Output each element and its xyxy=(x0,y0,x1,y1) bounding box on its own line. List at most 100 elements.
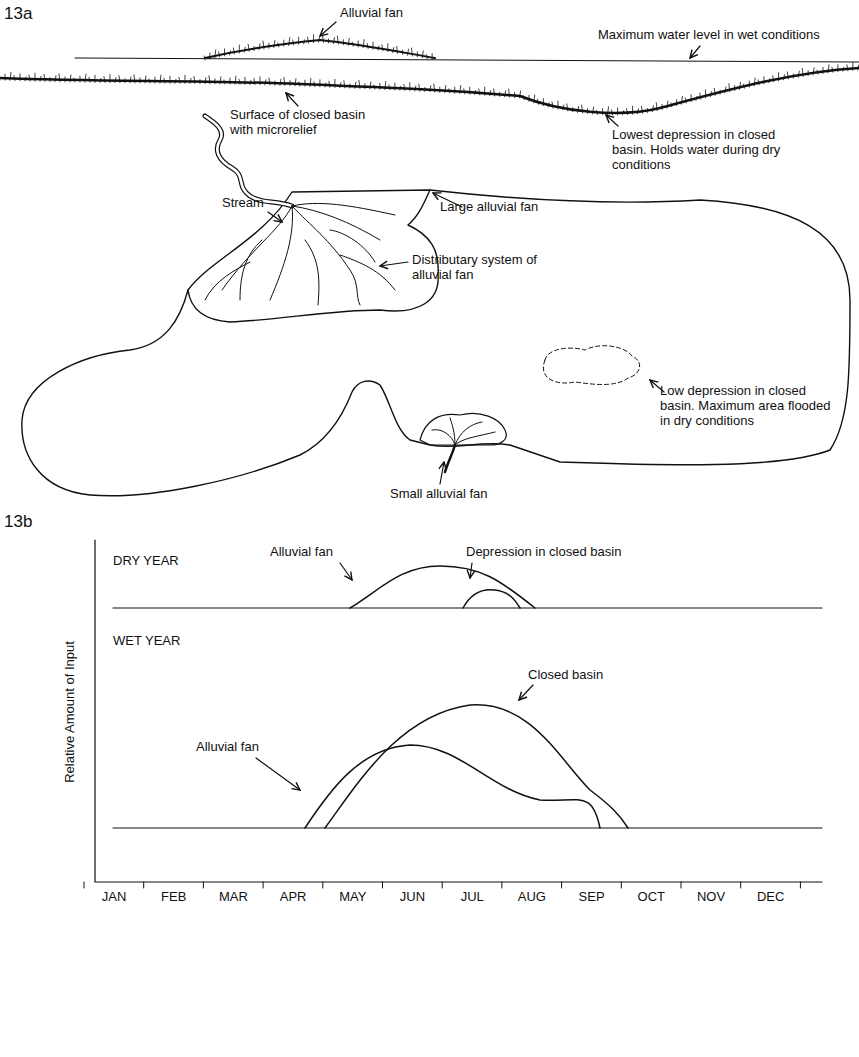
texture-stroke xyxy=(194,76,195,83)
texture-stroke xyxy=(479,89,480,95)
texture-stroke xyxy=(832,67,833,72)
texture-stroke xyxy=(370,82,371,89)
texture-stroke xyxy=(337,36,338,44)
texture-stroke xyxy=(310,78,311,86)
texture-stroke xyxy=(164,78,165,83)
texture-stroke xyxy=(593,107,594,114)
low-depression-outline xyxy=(543,346,639,385)
axis-tick xyxy=(203,882,204,888)
leader-line xyxy=(690,46,700,58)
annotation-label: Stream xyxy=(222,196,264,211)
texture-stroke xyxy=(49,78,50,82)
texture-stroke xyxy=(454,87,455,93)
texture-stroke xyxy=(411,48,412,56)
texture-stroke xyxy=(274,41,275,48)
texture-stroke xyxy=(808,71,809,76)
annotation-label: Alluvial fan xyxy=(340,6,403,21)
texture-stroke xyxy=(638,109,639,114)
texture-stroke xyxy=(548,103,549,107)
texture-stroke xyxy=(274,81,275,85)
texture-stroke xyxy=(349,84,350,88)
texture-stroke xyxy=(847,65,848,71)
wet-basin-curve xyxy=(325,705,628,828)
texture-stroke xyxy=(758,80,759,85)
texture-stroke xyxy=(289,38,290,46)
texture-stroke xyxy=(364,84,365,89)
texture-stroke xyxy=(40,76,41,81)
texture-stroke xyxy=(280,79,281,85)
basin-surface xyxy=(0,68,859,113)
texture-stroke xyxy=(419,84,420,91)
annotation-label: Low depression in closed basin. Maximum … xyxy=(660,384,838,429)
texture-stroke xyxy=(328,39,329,43)
wet-fan-curve xyxy=(305,745,600,828)
texture-stroke xyxy=(578,106,579,112)
leader-line xyxy=(470,563,472,578)
texture-stroke xyxy=(523,96,524,100)
texture-stroke xyxy=(439,87,440,92)
figure-number: 13b xyxy=(4,512,32,532)
texture-stroke xyxy=(627,109,628,115)
texture-stroke xyxy=(754,78,755,86)
month-label: DEC xyxy=(757,890,784,905)
texture-stroke xyxy=(250,80,251,84)
texture-stroke xyxy=(319,37,320,42)
texture-stroke xyxy=(740,82,741,89)
texture-stroke xyxy=(244,47,245,52)
texture-stroke xyxy=(378,46,379,50)
texture-stroke xyxy=(769,79,770,83)
microrelief-texture xyxy=(0,35,859,115)
texture-stroke xyxy=(130,77,131,83)
texture-stroke xyxy=(734,86,735,91)
texture-stroke xyxy=(308,37,309,43)
texture-stroke xyxy=(426,55,427,59)
texture-stroke xyxy=(681,96,682,104)
distributary-channels xyxy=(205,203,395,305)
texture-stroke xyxy=(14,76,15,81)
texture-stroke xyxy=(358,41,359,47)
texture-stroke xyxy=(19,74,20,81)
texture-stroke xyxy=(700,93,701,99)
texture-stroke xyxy=(94,75,95,82)
month-label: FEB xyxy=(161,890,186,905)
leader-line xyxy=(268,212,282,222)
texture-stroke xyxy=(705,90,706,98)
texture-stroke xyxy=(254,79,255,85)
texture-stroke xyxy=(608,107,609,115)
leader-line xyxy=(320,22,336,36)
annotation-label: Maximum water level in wet conditions xyxy=(598,28,820,43)
texture-stroke xyxy=(656,103,657,111)
texture-stroke xyxy=(632,106,633,114)
texture-stroke xyxy=(204,56,205,60)
axis-tick xyxy=(442,882,443,888)
texture-stroke xyxy=(367,43,368,48)
texture-stroke xyxy=(175,79,176,83)
texture-stroke xyxy=(402,50,403,54)
water-level-line xyxy=(75,58,859,62)
texture-stroke xyxy=(397,46,398,53)
texture-stroke xyxy=(725,87,726,93)
axis-tick xyxy=(681,882,682,888)
texture-stroke xyxy=(319,80,320,87)
annotation-label: Distributary system of alluvial fan xyxy=(412,253,567,283)
texture-stroke xyxy=(424,87,425,91)
axis-tick xyxy=(143,882,144,888)
texture-stroke xyxy=(269,78,270,85)
texture-stroke xyxy=(304,80,305,86)
texture-stroke xyxy=(557,101,558,109)
texture-stroke xyxy=(348,38,349,45)
texture-stroke xyxy=(254,47,255,51)
texture-stroke xyxy=(325,83,326,87)
texture-stroke xyxy=(145,76,146,83)
month-label: AUG xyxy=(518,890,546,905)
texture-stroke xyxy=(858,65,859,70)
texture-stroke xyxy=(363,40,364,48)
large-alluvial-fan xyxy=(188,190,438,322)
axis-tick xyxy=(322,882,323,888)
texture-stroke xyxy=(79,76,80,82)
texture-stroke xyxy=(233,48,234,54)
texture-stroke xyxy=(393,48,394,53)
texture-stroke xyxy=(843,67,844,71)
texture-stroke xyxy=(293,40,294,45)
texture-stroke xyxy=(484,87,485,95)
